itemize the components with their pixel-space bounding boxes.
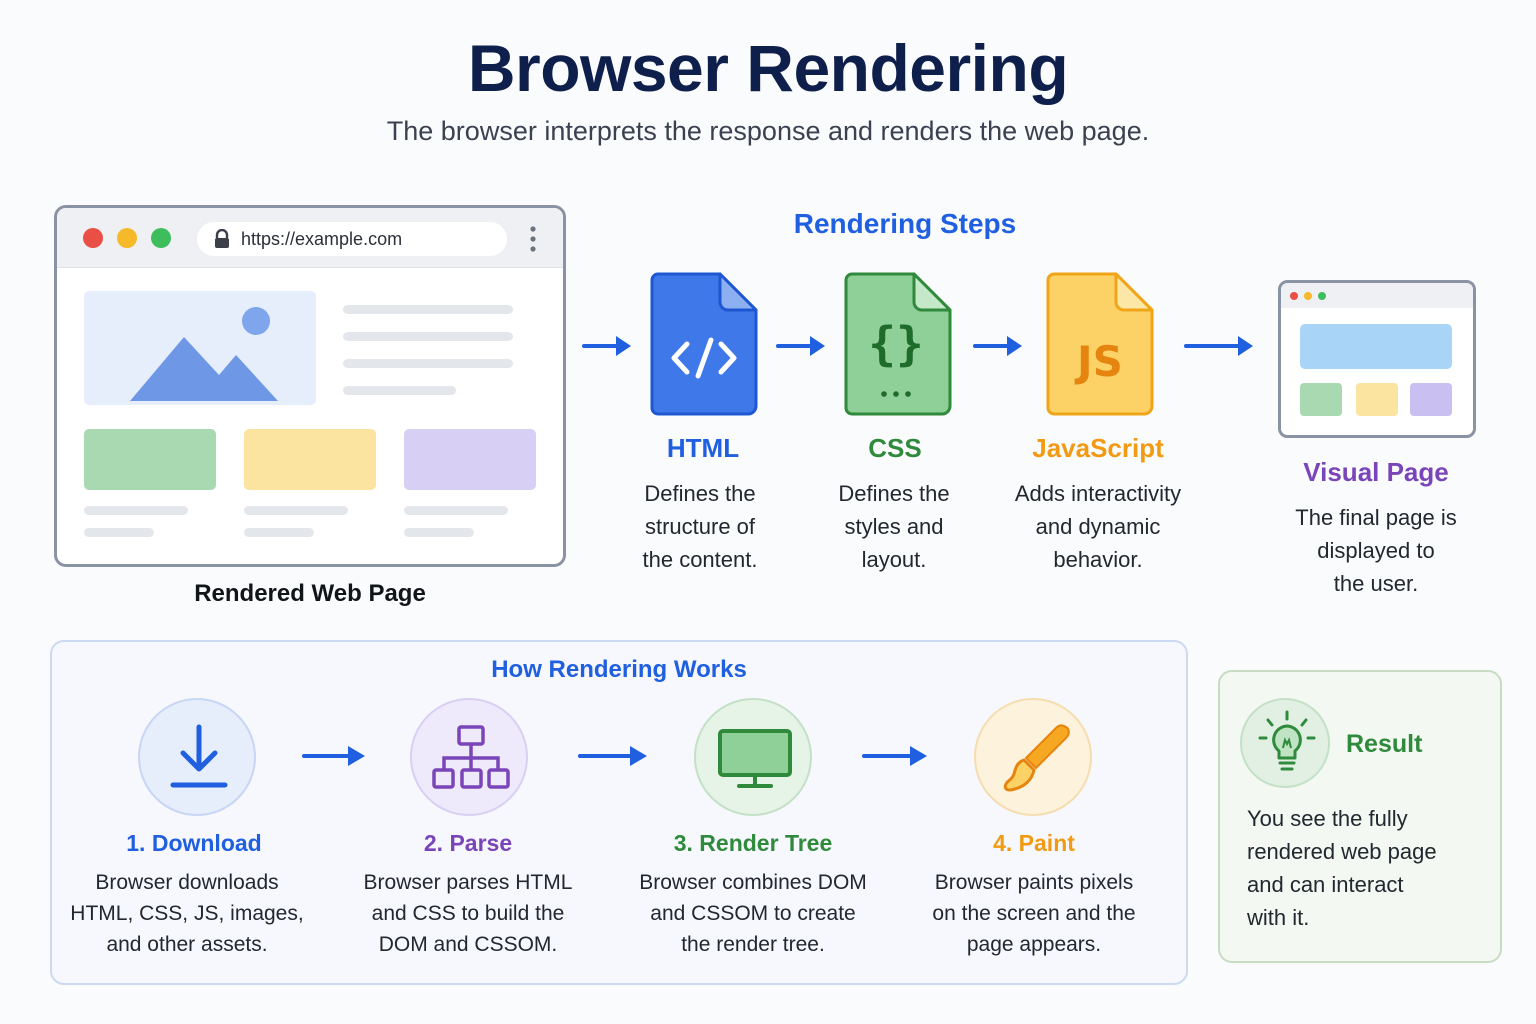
- css-step-title: CSS: [868, 433, 922, 463]
- paint-stage-badge: [974, 698, 1092, 816]
- url-text: https://example.com: [241, 229, 403, 249]
- download-stage-title: 1. Download: [126, 830, 262, 856]
- css-step-description: Defines the styles and layout.: [838, 481, 950, 572]
- arrow-right-icon: [1184, 336, 1253, 356]
- how-rendering-works-heading: How Rendering Works: [491, 656, 747, 683]
- javascript-step-title: JavaScript: [1032, 433, 1164, 463]
- javascript-step-description: Adds interactivity and dynamic behavior.: [1014, 481, 1182, 572]
- render-tree-stage-title: 3. Render Tree: [673, 830, 833, 856]
- close-dot-icon: [83, 228, 103, 248]
- arrow-right-icon: [582, 336, 631, 356]
- arrow-right-icon: [302, 746, 365, 766]
- lock-icon: [215, 229, 229, 248]
- arrow-right-icon: [776, 336, 825, 356]
- parse-stage-description: Browser parses HTML and CSS to build the…: [363, 871, 573, 956]
- minimize-dot-icon: [117, 228, 137, 248]
- paint-stage-title: 4. Paint: [993, 830, 1075, 856]
- result-description: You see the fully rendered web page and …: [1247, 806, 1437, 930]
- visual-page-description: The final page is displayed to the user.: [1295, 505, 1457, 596]
- arrow-right-icon: [578, 746, 647, 766]
- paint-stage-description: Browser paints pixels on the screen and …: [932, 871, 1136, 956]
- css-file-icon: {}: [844, 272, 952, 416]
- result-title: Result: [1346, 730, 1423, 758]
- render-tree-stage-description: Browser combines DOM and CSSOM to create…: [639, 871, 867, 956]
- browser-window-mock: https://example.com: [54, 205, 566, 567]
- page-title: Browser Rendering: [467, 31, 1069, 105]
- paintbrush-icon: [1003, 724, 1070, 792]
- maximize-dot-icon: [151, 228, 171, 248]
- result-badge: [1240, 698, 1330, 788]
- how-rendering-works-panel: [50, 640, 1188, 985]
- page-subtitle: The browser interprets the response and …: [386, 116, 1150, 146]
- address-bar: https://example.com: [197, 222, 507, 256]
- download-icon: [170, 724, 228, 788]
- parse-stage-title: 2. Parse: [423, 830, 513, 856]
- browser-caption: Rendered Web Page: [194, 580, 426, 607]
- rendering-steps-heading: Rendering Steps: [793, 208, 1017, 239]
- render-tree-stage-badge: [694, 698, 812, 816]
- arrow-right-icon: [862, 746, 927, 766]
- purple-card-placeholder: [404, 429, 536, 490]
- arrow-right-icon: [973, 336, 1022, 356]
- green-card-placeholder: [84, 429, 216, 490]
- tree-icon: [432, 725, 510, 789]
- visual-page-title: Visual Page: [1303, 457, 1449, 487]
- browser-toolbar: https://example.com: [57, 208, 563, 268]
- monitor-icon: [718, 729, 792, 788]
- js-file-icon: JS: [1046, 272, 1154, 416]
- html-file-icon: [650, 272, 758, 416]
- html-step-description: Defines the structure of the content.: [642, 481, 758, 572]
- download-stage-description: Browser downloads HTML, CSS, JS, images,…: [70, 871, 304, 956]
- download-stage-badge: [138, 698, 256, 816]
- more-menu-icon: [530, 226, 536, 252]
- svg-text:{}: {}: [868, 317, 923, 371]
- parse-stage-badge: [410, 698, 528, 816]
- visual-page-icon: [1278, 280, 1476, 438]
- yellow-card-placeholder: [244, 429, 376, 490]
- html-step-title: HTML: [666, 433, 740, 463]
- lightbulb-icon: [1258, 710, 1316, 771]
- svg-text:JS: JS: [1074, 337, 1123, 386]
- image-placeholder-icon: [130, 307, 278, 401]
- hero-image-placeholder: [84, 291, 316, 405]
